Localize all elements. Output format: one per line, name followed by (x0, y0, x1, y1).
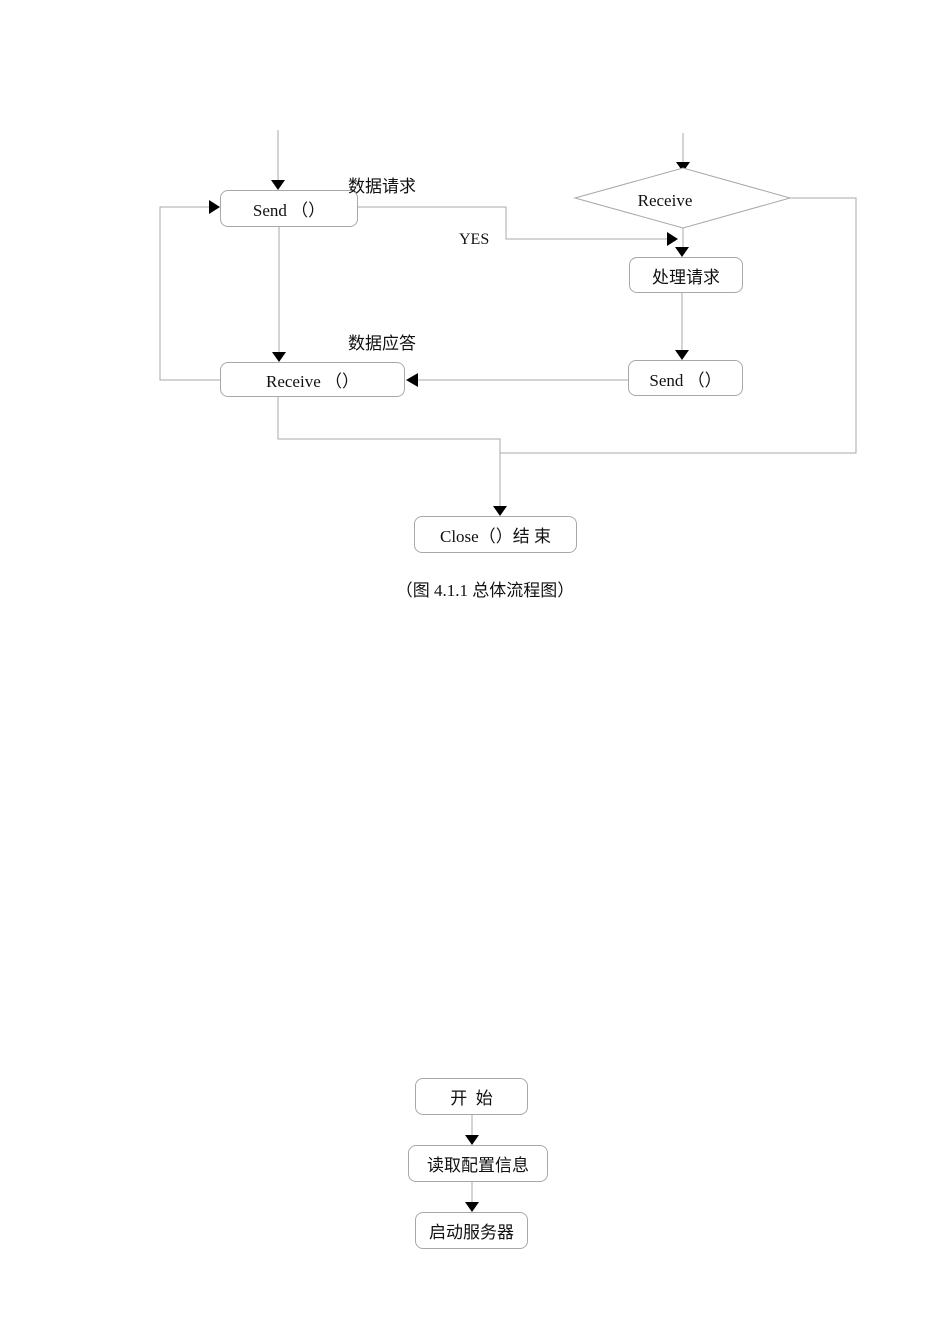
arrowhead-yes-junction (667, 232, 678, 246)
figure-caption: （图 4.1.1 总体流程图） (395, 581, 575, 600)
edge-label-data-reply: 数据应答 (348, 334, 416, 353)
edge-receive-client-to-close (277, 397, 501, 506)
edge-label-data-request: 数据请求 (348, 177, 416, 196)
edge-label-yes: YES (459, 231, 490, 248)
arrowhead-into-decision-top (676, 162, 690, 172)
node-receive-client: Receive （） (220, 362, 405, 397)
arrowhead-into-start-server (465, 1202, 479, 1212)
node-receive-decision-label: Receive (637, 191, 693, 210)
node-start-server: 启动服务器 (415, 1212, 528, 1249)
node-process-request: 处理请求 (629, 257, 743, 293)
arrowhead-into-send-server-top (675, 350, 689, 360)
arrowhead-into-send-client-top (271, 180, 285, 190)
edge-loop-receive-to-send (159, 206, 220, 381)
arrowhead-into-close-top (493, 506, 507, 516)
node-send-client: Send （） (220, 190, 358, 227)
node-send-server: Send （） (628, 360, 743, 396)
arrowhead-into-send-client-left (209, 200, 220, 214)
edge-data-request-yes (358, 206, 667, 240)
arrowhead-into-receive-client-right (406, 373, 418, 387)
node-read-config: 读取配置信息 (408, 1145, 548, 1182)
edge-decision-right-loop (500, 197, 857, 454)
node-close-end: Close（）结 束 (414, 516, 577, 553)
arrowhead-into-read-config (465, 1135, 479, 1145)
node-start: 开 始 (415, 1078, 528, 1115)
arrowhead-into-process-top (675, 247, 689, 257)
arrowhead-into-receive-client-top (272, 352, 286, 362)
